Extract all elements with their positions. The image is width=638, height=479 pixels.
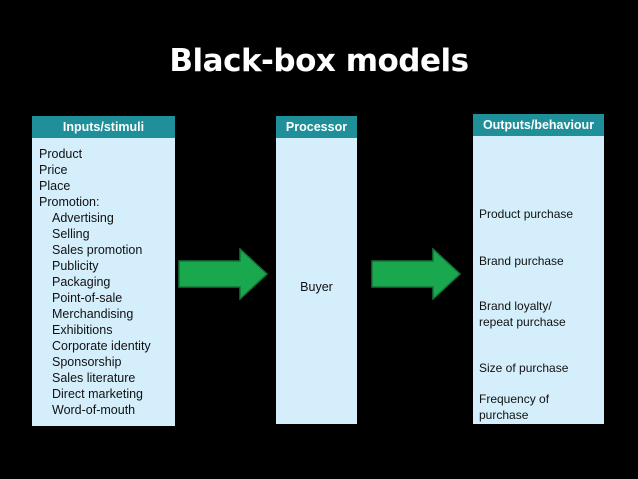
output-item: Brand purchase (479, 253, 564, 269)
input-list-item: Direct marketing (52, 387, 143, 401)
processor-panel: Processor Buyer (276, 116, 357, 424)
input-list-item: Word-of-mouth (52, 403, 136, 417)
slide-title: Black-box models (169, 43, 469, 79)
output-item-line: purchase (479, 408, 529, 422)
input-list-item: Promotion: (39, 195, 100, 209)
output-item-line: Frequency of (479, 392, 550, 406)
input-list-item: Product (39, 147, 83, 161)
input-list-item: Publicity (52, 259, 99, 273)
input-list-item: Advertising (52, 211, 114, 225)
input-list-item: Price (39, 163, 68, 177)
right-arrow-icon (178, 248, 268, 300)
output-item: Size of purchase (479, 360, 568, 376)
output-item-line: Size of purchase (479, 361, 569, 375)
output-item-line: Product purchase (479, 207, 574, 221)
input-list-item: Point-of-sale (52, 291, 123, 305)
input-list-item: Sponsorship (52, 355, 122, 369)
output-item: Frequency of purchase (479, 391, 549, 423)
input-list-item: Corporate identity (52, 339, 151, 353)
input-list-item: Sales promotion (52, 243, 143, 257)
outputs-panel: Outputs/behaviour Product purchase Brand… (473, 114, 604, 424)
output-item: Brand loyalty/ repeat purchase (479, 298, 566, 330)
right-arrow-icon (371, 248, 461, 300)
output-item-line: repeat purchase (479, 315, 566, 329)
input-list-item: Exhibitions (52, 323, 113, 337)
input-list-item: Packaging (52, 275, 111, 289)
buyer-label: Buyer (300, 280, 333, 294)
processor-header: Processor (276, 116, 357, 138)
output-item-line: Brand loyalty/ (479, 299, 552, 313)
input-list-item: Selling (52, 227, 90, 241)
output-item: Product purchase (479, 206, 573, 222)
output-item-line: Brand purchase (479, 254, 564, 268)
input-list-item: Sales literature (52, 371, 136, 385)
input-list-item: Merchandising (52, 307, 134, 321)
outputs-header: Outputs/behaviour (473, 114, 604, 136)
input-list-item: Place (39, 179, 71, 193)
inputs-header: Inputs/stimuli (32, 116, 175, 138)
